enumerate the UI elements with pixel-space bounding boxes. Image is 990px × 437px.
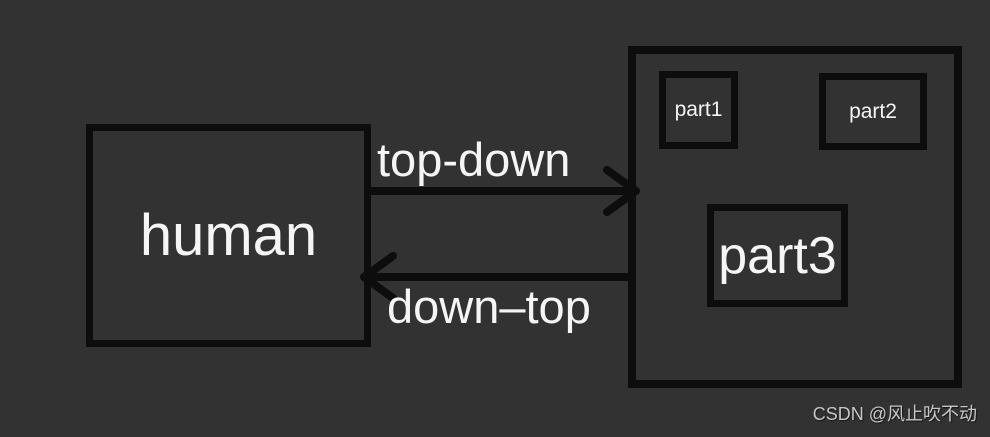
down-top-arrow-label: down–top	[387, 280, 591, 333]
top-down-arrow-label: top-down	[377, 133, 571, 186]
watermark: CSDN @风止吹不动	[812, 404, 977, 424]
human-node-label: human	[139, 203, 318, 268]
human-node: human	[86, 124, 371, 347]
part2-node: part2	[819, 73, 927, 150]
system-container-node	[628, 46, 962, 388]
part2-node-label: part2	[849, 99, 897, 123]
part1-node-label: part1	[674, 98, 723, 121]
part1-node: part1	[659, 71, 738, 149]
part3-node: part3	[707, 204, 848, 307]
part3-node-label: part3	[718, 226, 837, 285]
